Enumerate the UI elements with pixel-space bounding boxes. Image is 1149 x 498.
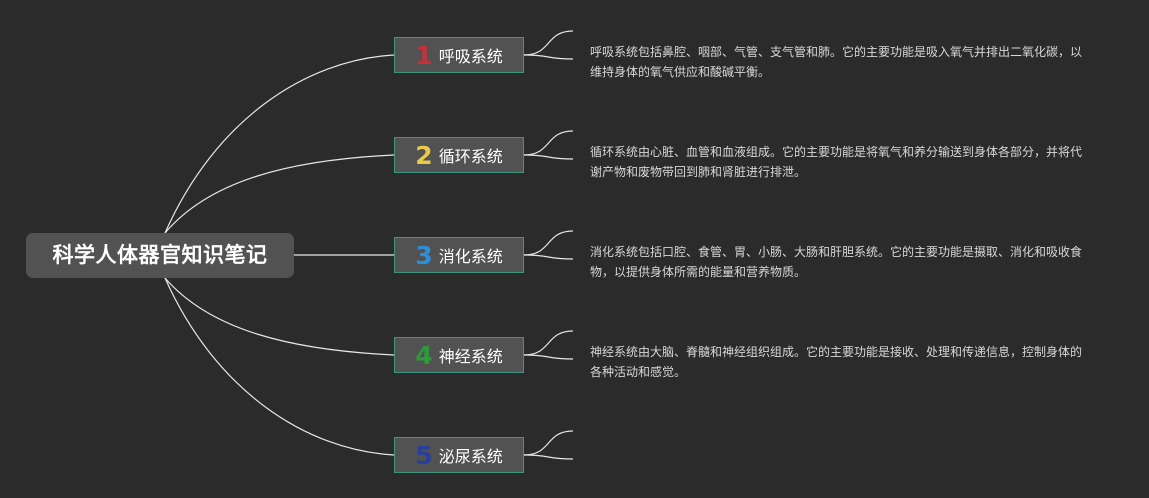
branch-line-upper-1 [523,30,574,56]
topic-urinary-system[interactable]: 5 泌尿系统 [394,437,524,473]
branch-line-lower-5 [523,454,574,460]
topic-label-nervous: 神经系统 [438,347,503,366]
central-topic[interactable]: 科学人体器官知识笔记 [26,233,294,278]
topic-number-4: 4 [415,340,433,370]
branch-line-lower-2 [523,154,574,160]
branch-line-upper-5 [523,430,574,456]
topic-nervous-system[interactable]: 4 神经系统 [394,337,524,373]
topic-label-respiratory: 呼吸系统 [438,47,503,66]
desc-respiratory-system[interactable]: 呼吸系统包括鼻腔、咽部、气管、支气管和肺。它的主要功能是吸入氧气并排出二氧化碳，… [590,45,1083,79]
topic-number-3: 3 [415,240,433,270]
branch-line-upper-2 [523,130,574,156]
desc-digestive-system[interactable]: 消化系统包括口腔、食管、胃、小肠、大肠和肝胆系统。它的主要功能是摄取、消化和吸收… [590,245,1083,279]
topic-number-2: 2 [415,140,433,170]
branch-line-upper-4 [523,330,574,356]
topic-respiratory-system[interactable]: 1 呼吸系统 [394,37,524,73]
trunk-line-1 [164,54,395,234]
branch-line-lower-3 [523,254,574,260]
topic-digestive-system[interactable]: 3 消化系统 [394,237,524,273]
topic-circulatory-system[interactable]: 2 循环系统 [394,137,524,173]
trunk-line-5 [164,277,395,456]
branch-line-upper-3 [523,230,574,256]
trunk-line-2 [164,154,395,234]
topic-label-urinary: 泌尿系统 [438,447,503,466]
topic-label-circulatory: 循环系统 [438,147,503,166]
branch-line-lower-4 [523,354,574,360]
trunk-line-4 [164,277,395,356]
desc-circulatory-system[interactable]: 循环系统由心脏、血管和血液组成。它的主要功能是将氧气和养分输送到身体各部分，并将… [590,145,1083,179]
branch-line-lower-1 [523,54,574,60]
topic-number-1: 1 [415,40,433,70]
desc-nervous-system[interactable]: 神经系统由大脑、脊髓和神经组织组成。它的主要功能是接收、处理和传递信息，控制身体… [590,345,1083,379]
topic-number-5: 5 [415,440,433,470]
topic-label-digestive: 消化系统 [438,247,503,266]
